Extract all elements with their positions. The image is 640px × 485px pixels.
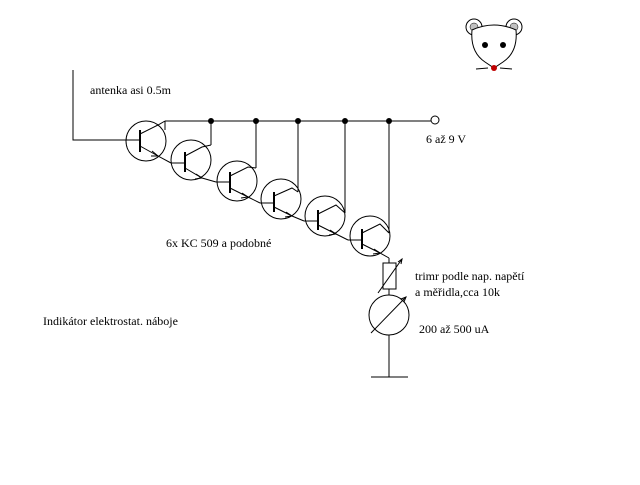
antenna-label: antenka asi 0.5m bbox=[90, 83, 171, 97]
transistor-q2 bbox=[171, 140, 216, 182]
antenna-wire bbox=[73, 70, 126, 140]
transistor-q4 bbox=[260, 179, 304, 221]
meter-label: 200 až 500 uA bbox=[419, 322, 490, 336]
transistor-q6 bbox=[348, 216, 390, 258]
transistor-q1 bbox=[126, 121, 171, 163]
transistor-q3 bbox=[216, 161, 260, 203]
diagram-title: Indikátor elektrostat. náboje bbox=[43, 314, 178, 328]
transistor-q5 bbox=[304, 196, 348, 240]
microammeter bbox=[369, 295, 409, 335]
trimmer-resistor bbox=[378, 259, 402, 293]
mouse-face-icon bbox=[466, 19, 522, 71]
transistors-label: 6x KC 509 a podobné bbox=[166, 236, 272, 250]
supply-terminal bbox=[431, 116, 439, 124]
trimmer-label-line2: a měřidla,cca 10k bbox=[415, 285, 500, 299]
supply-label: 6 až 9 V bbox=[426, 132, 467, 146]
trimmer-label-line1: trimr podle nap. napětí bbox=[415, 269, 525, 283]
